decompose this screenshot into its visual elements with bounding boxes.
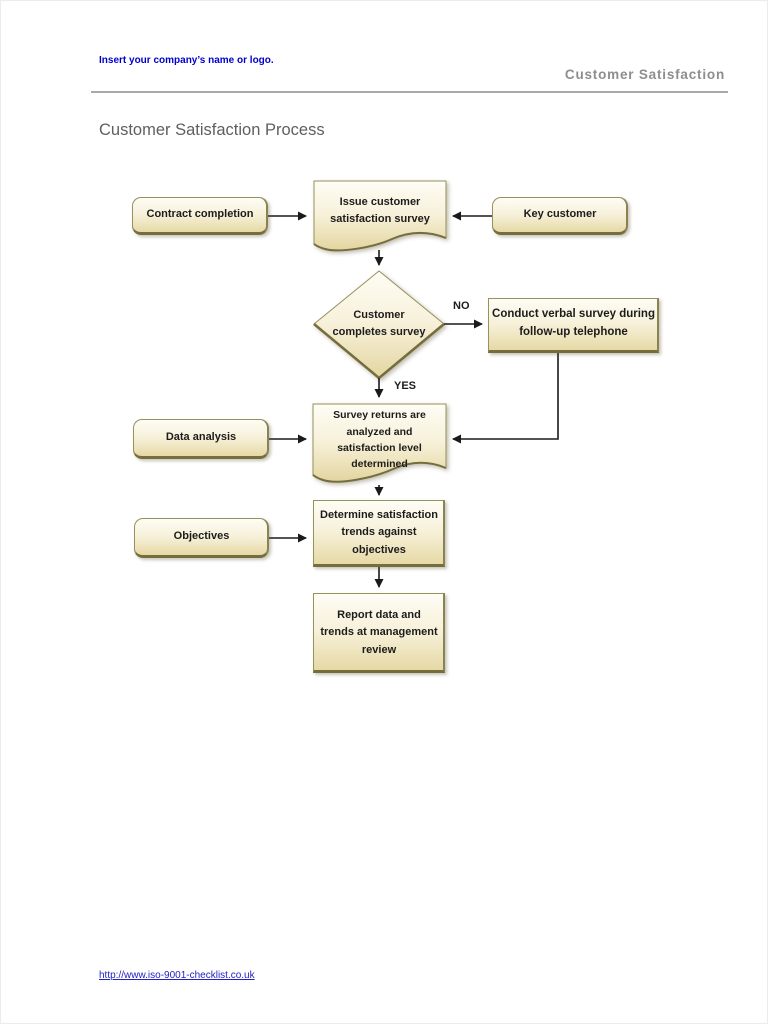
process-shape-conduct-verbal [488,298,659,353]
node-label-key-customer: Key customer [523,208,597,221]
footer-website-link[interactable]: http://www.iso-9001-checklist.co.uk [99,970,255,981]
terminator-shape-key-customer [492,197,628,235]
node-label-report-data: Report data and trends at management rev… [320,609,438,656]
node-label-data-analysis: Data analysis [165,431,237,444]
node-label-determine-trends: Determine satisfaction trends against ob… [320,509,438,556]
node-label-contract-completion: Contract completion [146,208,254,221]
header-divider [91,91,728,93]
document-shape-survey-returns [312,403,447,483]
document-shape-issue-survey [313,180,447,252]
node-label-survey-returns: Survey returns are analyzed and satisfac… [333,409,426,471]
terminator-shape-objectives [134,518,269,558]
node-label-objectives: Objectives [173,530,230,543]
edge-label-yes: YES [394,380,417,392]
terminator-shape-data-analysis [133,419,269,459]
arrow-conduct-to-survey [452,353,559,444]
connector-arrows [268,211,559,588]
page-title: Customer Satisfaction Process [99,121,325,139]
company-name-placeholder: Insert your company’s name or logo. [99,55,274,66]
document-header-title: Customer Satisfaction [564,67,725,82]
process-shape-determine-trends [313,500,445,567]
edge-label-no: NO [453,300,470,312]
node-label-customer-completes: Customer completes survey [332,308,426,338]
node-label-conduct-verbal: Conduct verbal survey during follow-up t… [492,308,655,338]
terminator-shape-contract-completion [132,197,268,235]
process-shape-report-data [313,593,445,673]
node-label-issue-survey: Issue customer satisfaction survey [330,195,430,225]
